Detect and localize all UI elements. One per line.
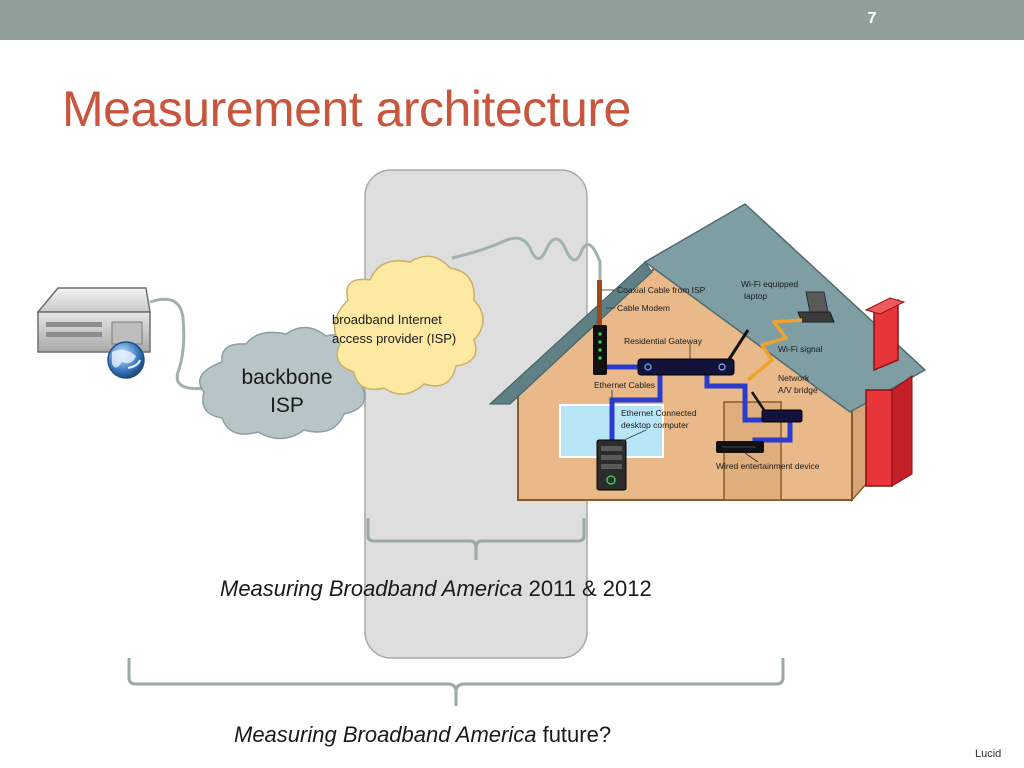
house-roof-front (488, 261, 653, 405)
scope-bracket-current (366, 518, 586, 560)
backbone-label-2: ISP (270, 394, 304, 417)
server-backbone-link (149, 297, 209, 391)
isp-coax-cable (451, 236, 602, 290)
backbone-isp-cloud: backbone ISP (199, 326, 368, 440)
label-coax: Coaxial Cable from ISP (617, 285, 706, 295)
caption-future-rest: future? (536, 722, 612, 747)
router-icon (637, 329, 750, 376)
caption-future: Measuring Broadband America future? (234, 722, 611, 748)
label-laptop-2: laptop (744, 291, 767, 301)
label-av-bridge-2: A/V bridge (778, 385, 818, 395)
isp-label-1: broadband Internet (332, 312, 442, 327)
house-roof (643, 203, 927, 413)
isp-label-2: access provider (ISP) (332, 331, 456, 346)
slide-title: Measurement architecture (62, 81, 631, 137)
label-modem: Cable Modem (617, 303, 670, 313)
chimney (864, 297, 913, 487)
caption-future-italic: Measuring Broadband America (234, 722, 537, 747)
server-icon (36, 287, 151, 353)
label-wired-device: Wired entertainment device (716, 461, 820, 471)
caption-current-rest: 2011 & 2012 (522, 576, 652, 601)
top-bar (0, 0, 1024, 40)
label-leaders (602, 289, 759, 463)
label-av-bridge-1: Network (778, 373, 810, 383)
entertainment-device-icon (716, 441, 764, 453)
label-wifi-signal: Wi-Fi signal (778, 344, 823, 354)
label-desktop-1: Ethernet Connected (621, 408, 697, 418)
caption-current: Measuring Broadband America 2011 & 2012 (220, 576, 652, 602)
wifi-signal-icon (746, 318, 803, 382)
footer-credit: Lucid (975, 748, 1002, 760)
slide-number: 7 (867, 10, 877, 27)
cable-modem-icon (593, 325, 607, 375)
label-laptop-1: Wi-Fi equipped (741, 279, 798, 289)
backbone-label-1: backbone (241, 366, 332, 389)
laptop-icon (797, 291, 835, 323)
label-gateway: Residential Gateway (624, 336, 703, 346)
caption-current-italic: Measuring Broadband America (220, 576, 523, 601)
broadband-isp-cloud: broadband Internet access provider (ISP) (332, 255, 484, 395)
scope-bracket-future (127, 658, 785, 706)
av-bridge-icon (750, 391, 803, 423)
label-ethernet: Ethernet Cables (594, 380, 655, 390)
coax-entry (597, 280, 602, 328)
desktop-computer-icon (596, 439, 627, 491)
label-desktop-2: desktop computer (621, 420, 689, 430)
house-labels: Coaxial Cable from ISP Cable Modem Resid… (594, 279, 823, 471)
globe-icon (107, 341, 145, 379)
